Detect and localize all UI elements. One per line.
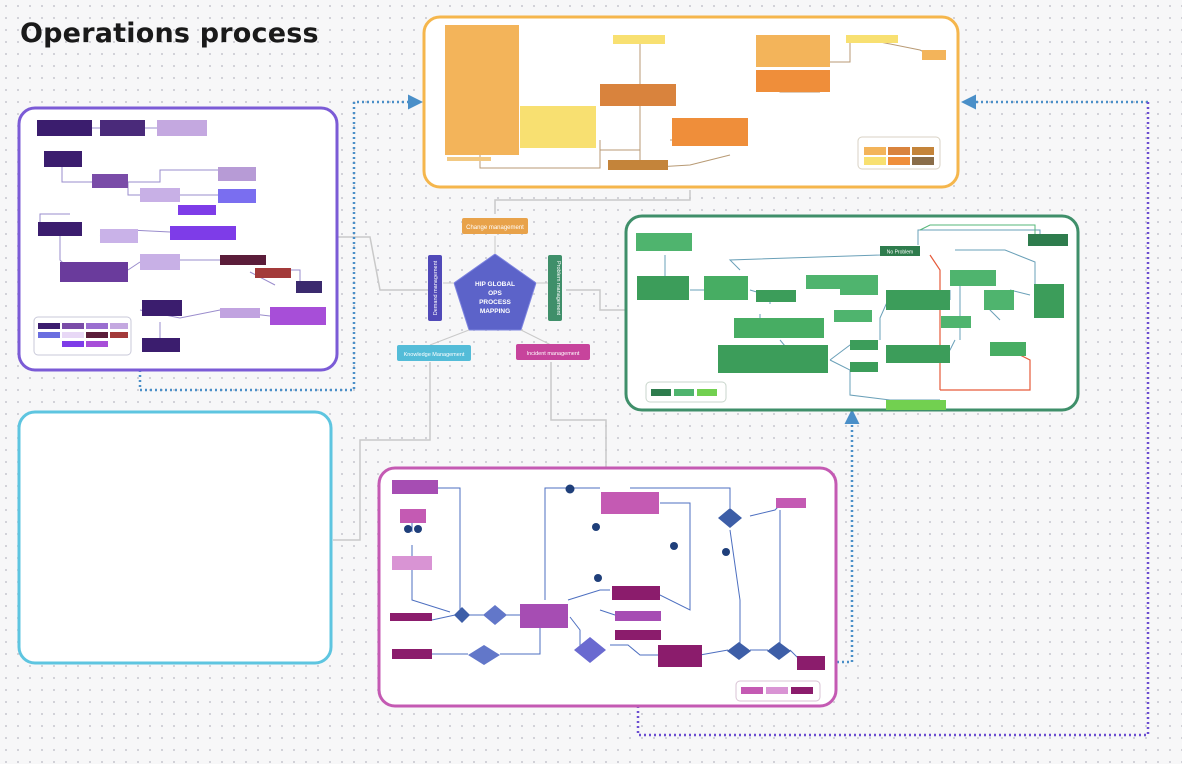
no-problem-node[interactable]: No Problem	[880, 246, 920, 256]
demand-flow	[33, 120, 326, 356]
hub-line-1: HIP GLOBAL	[475, 281, 515, 288]
incident-flow	[390, 480, 825, 702]
no-problem-label: No Problem	[887, 250, 913, 256]
change-management-node[interactable]: Change management	[462, 218, 528, 234]
incident-management-label: Incident management	[527, 351, 580, 357]
problem-flow: No Problem	[636, 224, 1068, 410]
incident-management-node[interactable]: Incident management	[516, 344, 590, 360]
hub-line-4: MAPPING	[480, 308, 510, 315]
knowledge-management-node[interactable]: Knowledge Management	[397, 345, 471, 361]
page-title: Operations process	[20, 18, 319, 49]
incident-frame	[377, 466, 838, 708]
hub: HIP GLOBAL OPS PROCESS MAPPING Change ma…	[397, 218, 590, 361]
problem-management-node[interactable]: Problem management	[548, 255, 562, 321]
demand-management-node[interactable]: Demand management	[428, 255, 442, 321]
knowledge-frame	[17, 410, 333, 665]
hub-line-3: PROCESS	[479, 299, 511, 306]
change-flow	[445, 25, 946, 170]
hub-pentagon	[453, 253, 537, 331]
demand-management-label: Demand management	[433, 260, 439, 315]
problem-management-label: Problem management	[555, 261, 561, 316]
hub-line-2: OPS	[488, 290, 502, 297]
knowledge-management-label: Knowledge Management	[404, 352, 465, 358]
change-management-label: Change management	[466, 225, 524, 231]
